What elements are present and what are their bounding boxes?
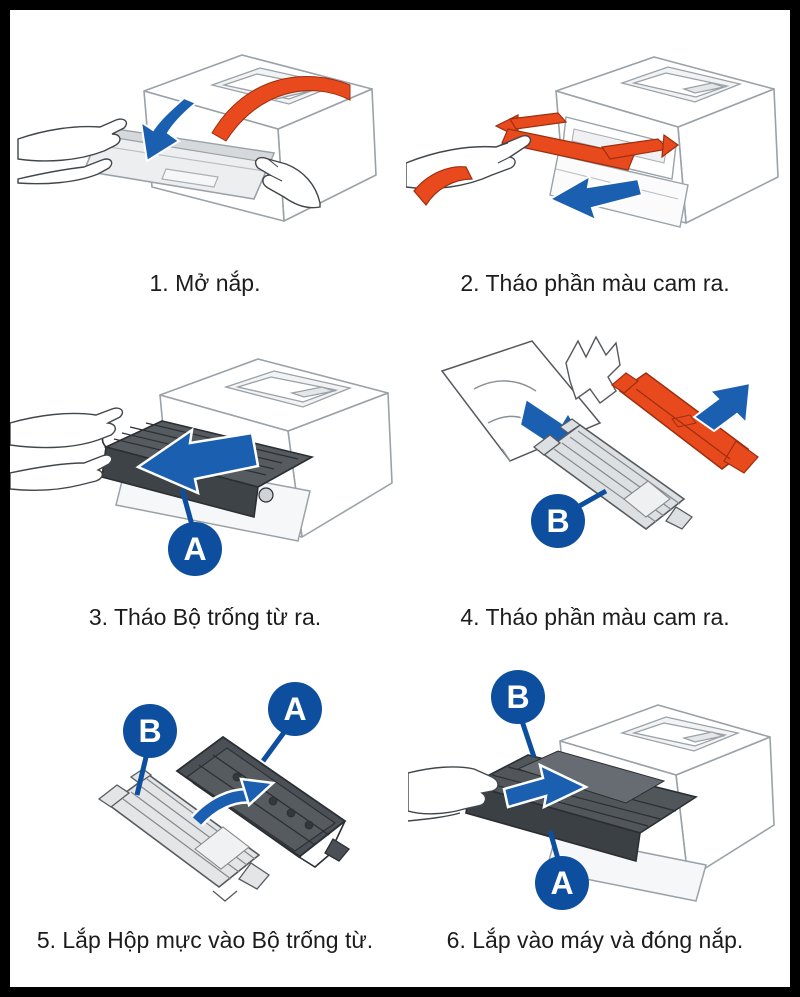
step-2-illustration bbox=[400, 10, 790, 270]
badge-b: B bbox=[490, 670, 545, 759]
orange-strip bbox=[413, 166, 473, 207]
open-cover bbox=[544, 834, 707, 903]
output-tray bbox=[619, 716, 740, 752]
toner-cartridge bbox=[532, 417, 693, 530]
step-6-caption: 6. Lắp vào máy và đóng nắp. bbox=[446, 926, 744, 953]
step-5-caption: 5. Lắp Hộp mực vào Bộ trống từ. bbox=[36, 926, 374, 953]
badge-a-label: A bbox=[183, 531, 206, 567]
badge-b-label: B bbox=[546, 503, 569, 539]
step-5-panel: B A 5. Lắp Hộp mực vào Bộ trống từ. bbox=[10, 648, 400, 987]
remove-orange-part-drawing bbox=[406, 56, 779, 229]
blue-curved-arrow-icon bbox=[191, 777, 276, 827]
badge-b: B bbox=[531, 488, 608, 548]
step-1-panel: 1. Mở nắp. bbox=[10, 10, 400, 308]
step-5-illustration: B A bbox=[10, 648, 400, 927]
step-1-caption: 1. Mở nắp. bbox=[149, 269, 261, 296]
step-1-illustration bbox=[10, 10, 400, 270]
left-hands bbox=[10, 407, 124, 491]
step-2-panel: 2. Tháo phần màu cam ra. bbox=[400, 10, 790, 308]
badge-a-label: A bbox=[550, 865, 573, 901]
step-2-caption: 2. Tháo phần màu cam ra. bbox=[460, 269, 730, 296]
insert-assembly-into-printer-drawing: B A bbox=[407, 670, 775, 911]
step-4-panel: B 4. Tháo phần màu cam ra. bbox=[400, 308, 790, 648]
step-3-caption: 3. Tháo Bộ trống từ ra. bbox=[88, 603, 322, 630]
badge-a: A bbox=[534, 830, 589, 911]
output-tray bbox=[223, 370, 353, 408]
orange-arc-arrow-icon bbox=[211, 76, 351, 142]
step-6-panel: B A 6. Lắp vào máy và đóng nắp. bbox=[400, 648, 790, 987]
badge-a-label: A bbox=[283, 691, 306, 727]
badge-a: A bbox=[168, 488, 222, 576]
insert-cartridge-into-drum-drawing: B A bbox=[97, 682, 350, 903]
blue-arrow-down-icon bbox=[139, 97, 198, 163]
orange-protective-part bbox=[494, 112, 680, 171]
blue-arrow-pull-out-icon bbox=[135, 427, 260, 495]
right-hand bbox=[254, 157, 321, 209]
badge-b-label: B bbox=[506, 679, 529, 715]
unwrap-toner-drawing: B bbox=[440, 335, 759, 548]
blue-arrow-down-left-icon bbox=[547, 174, 644, 223]
left-hand bbox=[17, 118, 128, 185]
badge-b: B bbox=[123, 704, 177, 796]
orange-cover bbox=[611, 371, 759, 474]
step-3-illustration: A bbox=[10, 308, 400, 604]
blue-arrow-insert-icon bbox=[502, 763, 589, 810]
holding-hand bbox=[407, 766, 499, 822]
step-4-illustration: B bbox=[400, 308, 790, 604]
front-cover-open bbox=[82, 126, 276, 201]
remove-drum-unit-drawing: A bbox=[10, 357, 393, 576]
output-tray bbox=[619, 66, 743, 103]
blue-arrow-remove-cover-icon bbox=[692, 381, 752, 433]
step-4-caption: 4. Tháo phần màu cam ra. bbox=[460, 603, 730, 630]
step-3-panel: A 3. Tháo Bộ trống từ ra. bbox=[10, 308, 400, 648]
badge-a: A bbox=[260, 682, 322, 763]
crumpled-wrap bbox=[565, 335, 621, 404]
printer-open-cover-drawing bbox=[17, 54, 377, 223]
step-6-illustration: B A bbox=[400, 648, 790, 927]
badge-b-label: B bbox=[138, 713, 161, 749]
toner-cartridge bbox=[97, 768, 270, 903]
